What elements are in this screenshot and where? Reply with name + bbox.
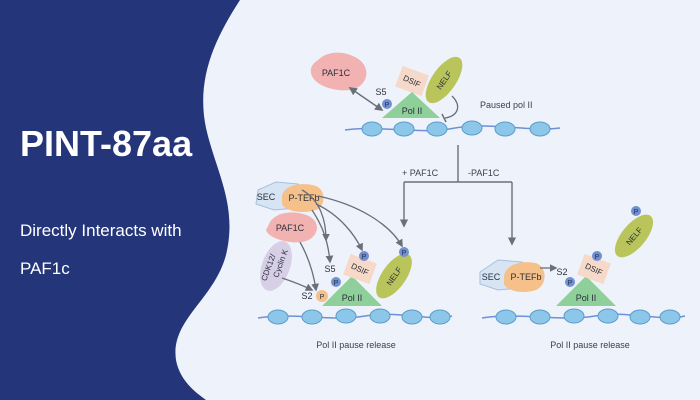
pol2-label-left: Pol II [342, 293, 363, 303]
nelf-shape-left [376, 253, 412, 299]
nucleosome [401, 309, 423, 325]
nucleosome [659, 309, 681, 325]
phospho-circle [565, 277, 575, 287]
nucleosome [335, 308, 357, 324]
s2-label-right: S2 [556, 267, 567, 277]
pol2-label: Pol II [402, 106, 423, 116]
pol2-shape [382, 92, 440, 118]
paf1c-label: PAF1C [322, 68, 351, 78]
phospho-circle [331, 277, 341, 287]
nucleosome [494, 121, 516, 137]
minus-paf1c-label: -PAF1C [468, 168, 500, 178]
dna-strand-left [257, 313, 453, 319]
branch-arrows [399, 145, 517, 246]
nucleosome [629, 309, 651, 325]
release-with-paf1c-group: SEC P-TEFb PAF1C CDK12/ Cyclin K Pol II … [255, 181, 453, 350]
nelf-shape-right [614, 214, 654, 258]
phospho-circle [359, 251, 369, 261]
phospho-label: P [334, 280, 339, 287]
inhibition-arc [444, 95, 459, 119]
nucleosome [393, 121, 415, 137]
ptefb-shape [282, 184, 324, 212]
phospho-label: P [595, 254, 600, 261]
sec-label-right: SEC [482, 272, 501, 282]
phospho-circle [382, 99, 392, 109]
phospho-s2-circle [316, 290, 328, 302]
paf1c-shape-left [266, 212, 317, 243]
paf1c-to-s2-arrow [299, 241, 319, 292]
pol2-shape-right [556, 276, 616, 306]
paused-pol2-group: PAF1C DSIF NELF Pol II P S5 Paused pol I… [310, 52, 561, 137]
nucleosome [429, 309, 451, 325]
nucleosome [267, 309, 289, 325]
ptefb-to-dsif-arrow [315, 203, 363, 252]
phospho-label: P [402, 250, 407, 257]
nucleosome [529, 309, 551, 325]
ptefb-to-s5-arrow [311, 209, 334, 264]
nucleosome [495, 309, 517, 325]
s2-label-left: S2 [301, 291, 312, 301]
release-caption-left: Pol II pause release [316, 340, 396, 350]
nelf-shape [425, 56, 463, 104]
plus-paf1c-label: + PAF1C [402, 168, 439, 178]
nucleosome [529, 121, 551, 137]
paf1c-shape [310, 52, 367, 91]
sec-label: SEC [257, 192, 276, 202]
phospho-label: P [568, 280, 573, 287]
paused-pol2-caption: Paused pol II [480, 100, 533, 110]
nucleosome [369, 308, 391, 324]
paf1c-label-left: PAF1C [276, 223, 305, 233]
s5-label-left: S5 [324, 264, 335, 274]
s5-label: S5 [375, 87, 386, 97]
dsif-shape [395, 65, 429, 97]
ptefb-curve-arrow [301, 189, 330, 242]
phospho-label: P [385, 102, 390, 109]
phospho-label: P [362, 254, 367, 261]
release-caption-right: Pol II pause release [550, 340, 630, 350]
ptefb-shape-right [504, 262, 545, 292]
inhibition-bar [441, 113, 447, 123]
pol2-shape-left [322, 276, 382, 306]
ptefb-to-nelf-arrow [317, 195, 403, 248]
nucleosome [426, 121, 448, 137]
nucleosome [461, 120, 483, 136]
phospho-label: P [634, 209, 639, 216]
nucleosome [301, 309, 323, 325]
release-without-paf1c-group: SEC P-TEFb S2 Pol II DSIF P P NELF P Pol… [479, 206, 686, 350]
nucleosome [563, 308, 585, 324]
phospho-circle [399, 247, 409, 257]
page-title: PINT-87aa [20, 123, 193, 164]
phospho-s2-label: P [320, 294, 325, 301]
phospho-circle [592, 251, 602, 261]
binding-arrow [348, 87, 384, 111]
phospho-circle [631, 206, 641, 216]
subtitle-line-2: PAF1c [20, 259, 70, 278]
ptefb-label: P-TEFb [288, 193, 319, 203]
subtitle-line-1: Directly Interacts with [20, 221, 182, 240]
nucleosome [597, 308, 619, 324]
ptefb-label-right: P-TEFb [510, 272, 541, 282]
nucleosome [361, 121, 383, 137]
dsif-shape-left [343, 253, 377, 285]
cdk12-to-s2-arrow [281, 277, 314, 291]
pol2-label-right: Pol II [576, 293, 597, 303]
dsif-shape-right [577, 253, 611, 285]
title-panel [0, 0, 240, 400]
